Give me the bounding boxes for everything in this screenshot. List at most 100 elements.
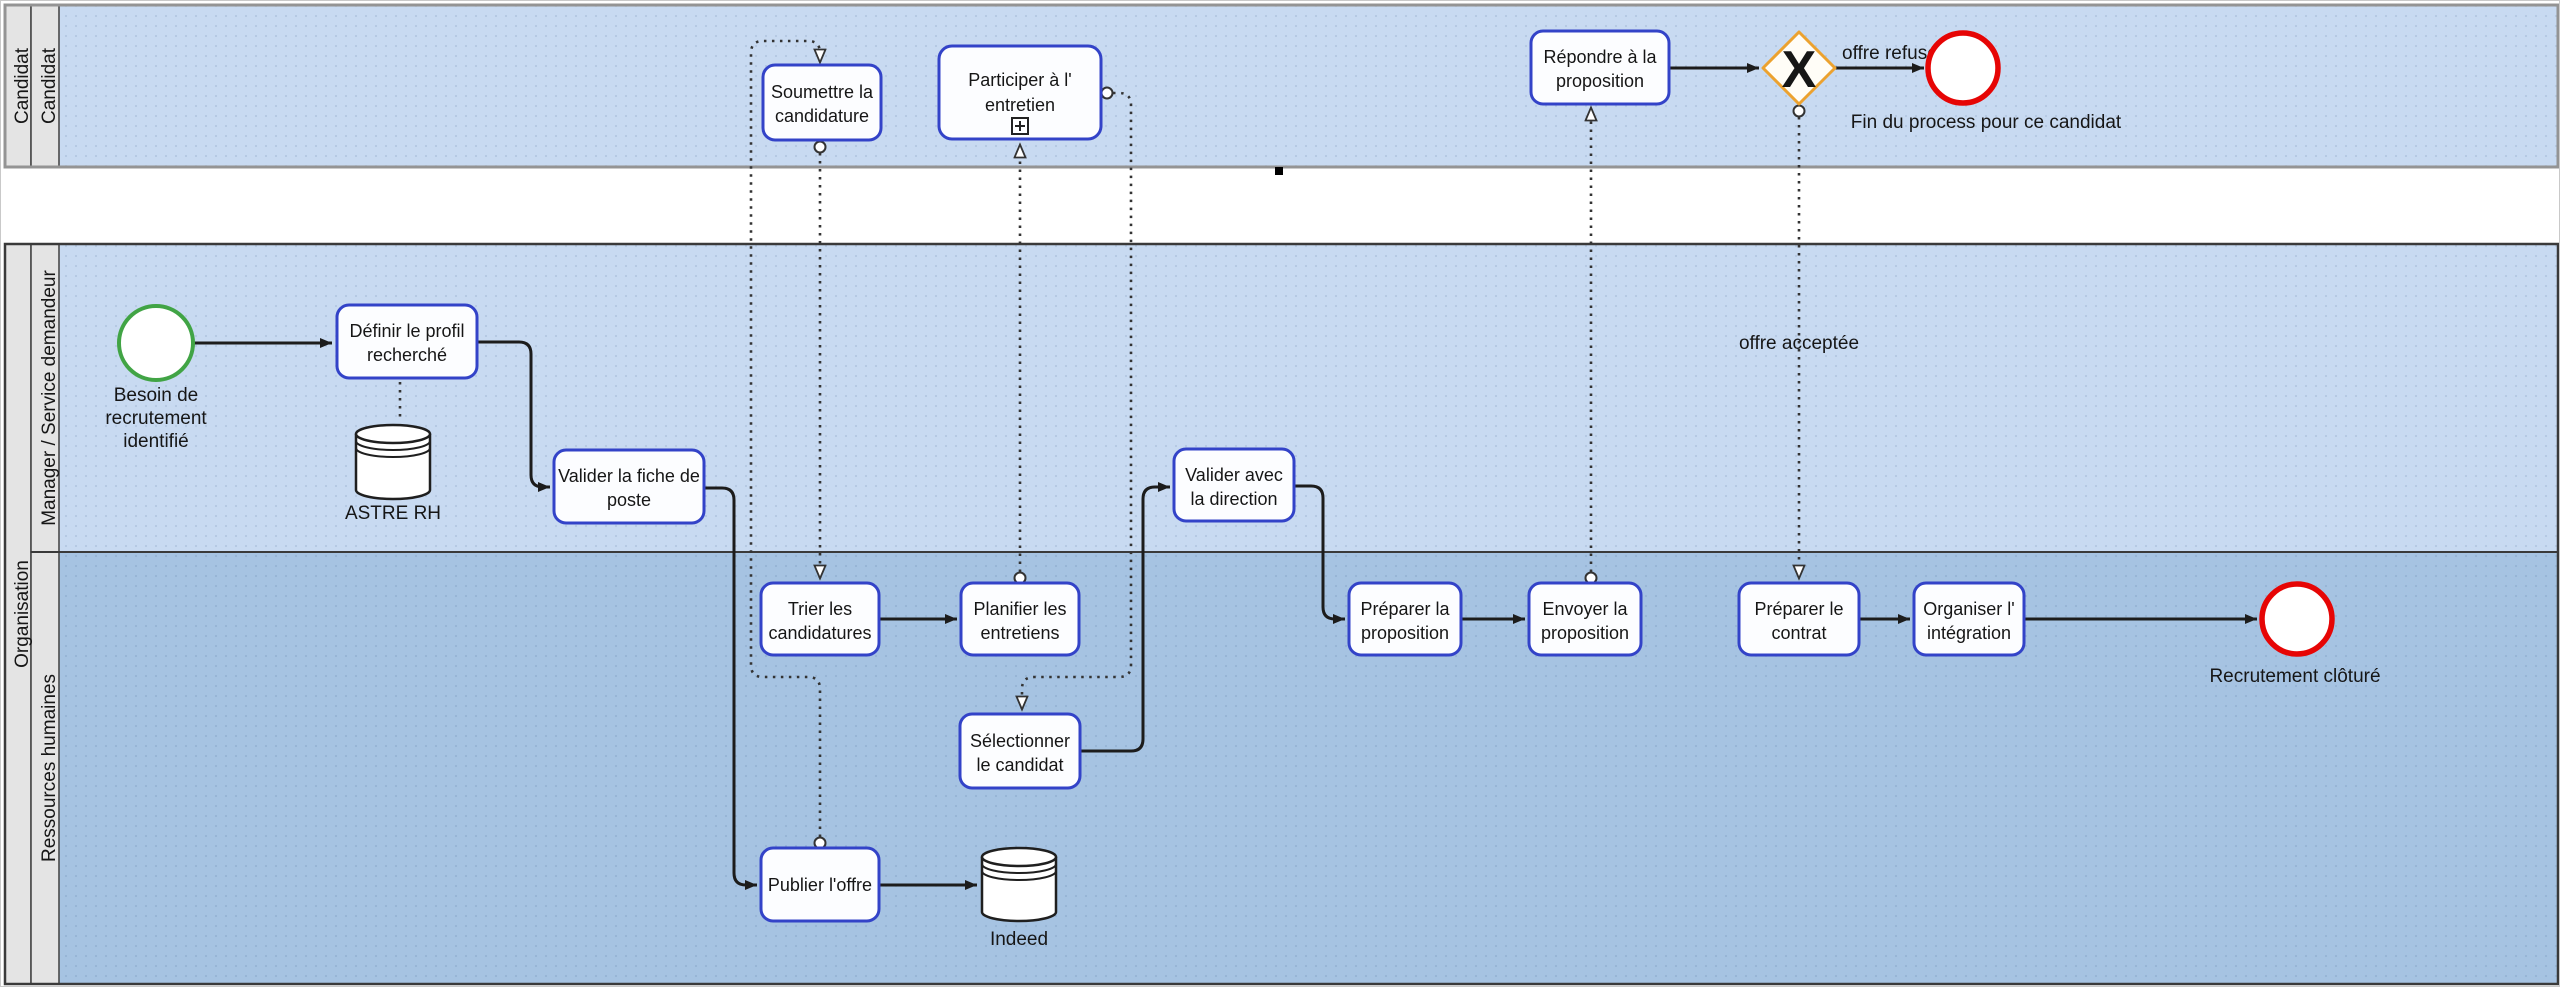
message-source-dot-gateway xyxy=(1792,104,1806,118)
task-box[interactable] xyxy=(958,712,1082,790)
task-label-line1: Organiser l' xyxy=(1923,599,2014,619)
task-organiser-integration[interactable]: Organiser l' intégration xyxy=(1912,581,2026,657)
data-store-ring1 xyxy=(355,440,431,451)
lane-manager-label: Manager / Service demandeur xyxy=(39,270,60,526)
lane-rh-label: Ressources humaines xyxy=(39,674,60,862)
task-label-line2: candidature xyxy=(775,106,869,126)
task-label-line1: Trier les xyxy=(788,599,852,619)
task-label-line1: Soumettre la xyxy=(771,82,874,102)
task-label-line1: Sélectionner xyxy=(970,731,1070,751)
message-flow-publier-to-soumettre[interactable] xyxy=(749,39,820,837)
start-event-label-line1: Besoin de xyxy=(114,385,199,406)
task-label-line2: proposition xyxy=(1361,623,1449,643)
sequence-flow-valider-direction-to-preparer-proposition[interactable] xyxy=(1294,484,1345,624)
task-label-line2: intégration xyxy=(1927,623,2011,643)
task-valider-avec-la-direction[interactable]: Valider avec la direction xyxy=(1172,447,1296,523)
task-label-line1: Valider avec xyxy=(1185,465,1283,485)
task-label-line2: la direction xyxy=(1190,489,1277,509)
subprocess-participer-entretien[interactable]: Participer à l' entretien xyxy=(937,44,1103,141)
data-store-astre-rh[interactable]: ASTRE RH xyxy=(345,423,441,524)
message-source-dot-participer xyxy=(1100,86,1114,100)
task-box[interactable] xyxy=(959,581,1081,657)
pool-organisation-border xyxy=(3,242,2559,986)
gateway-x-marker-icon: X xyxy=(1782,41,1817,99)
task-box[interactable] xyxy=(335,303,479,380)
task-box[interactable] xyxy=(759,846,881,923)
data-store-top xyxy=(980,846,1058,868)
task-label-line1: Préparer le xyxy=(1754,599,1843,619)
subprocess-box[interactable] xyxy=(937,44,1103,141)
pool-candidat[interactable]: Candidat Candidat xyxy=(3,3,2559,169)
task-box[interactable] xyxy=(1912,581,2026,657)
label-offre-acceptee: offre acceptée xyxy=(1739,333,1859,354)
task-box[interactable] xyxy=(1527,581,1643,657)
task-trier-les-candidatures[interactable]: Trier les candidatures xyxy=(759,581,881,657)
task-soumettre-la-candidature[interactable]: Soumettre la candidature xyxy=(761,63,883,142)
end-event-recrutement[interactable]: Recrutement clôturé xyxy=(2209,581,2381,687)
end-event-fin-label: Fin du process pour ce candidat xyxy=(1851,112,2122,133)
subprocess-plus-marker-icon xyxy=(1011,117,1029,135)
sequence-flow-definir-to-valider-fiche[interactable] xyxy=(477,340,550,492)
data-store-ring2 xyxy=(355,447,431,458)
task-label-line2: proposition xyxy=(1541,623,1629,643)
task-label-line2: entretiens xyxy=(980,623,1059,643)
end-event-fin-process[interactable]: Fin du process pour ce candidat xyxy=(1851,30,2122,133)
task-box[interactable] xyxy=(552,448,706,525)
task-label-line1: Participer à l' xyxy=(968,70,1071,90)
task-label-line1: Publier l'offre xyxy=(768,875,872,895)
task-preparer-le-contrat[interactable]: Préparer le contrat xyxy=(1737,581,1861,657)
data-store-body[interactable] xyxy=(354,434,432,501)
task-planifier-les-entretiens[interactable]: Planifier les entretiens xyxy=(959,581,1081,657)
data-store-indeed[interactable]: Indeed xyxy=(980,846,1058,950)
message-source-dot-soumettre xyxy=(813,140,827,154)
data-store-astre-label: ASTRE RH xyxy=(345,503,441,524)
data-store-body[interactable] xyxy=(980,857,1058,923)
sequence-flow-valider-fiche-to-publier[interactable] xyxy=(704,486,757,890)
task-valider-la-fiche-de-poste[interactable]: Valider la fiche de poste xyxy=(552,448,706,525)
start-event-circle[interactable] xyxy=(117,304,195,382)
end-event-circle[interactable] xyxy=(2259,581,2335,657)
task-label-line2: candidatures xyxy=(768,623,871,643)
task-box[interactable] xyxy=(759,581,881,657)
task-box[interactable] xyxy=(761,63,883,142)
task-definir-le-profil[interactable]: Définir le profil recherché xyxy=(335,303,479,380)
task-box[interactable] xyxy=(1737,581,1861,657)
task-label-line2: contrat xyxy=(1771,623,1826,643)
task-label-line1: Préparer la xyxy=(1360,599,1450,619)
task-label-line2: le candidat xyxy=(976,755,1063,775)
task-box[interactable] xyxy=(1172,447,1296,523)
exclusive-gateway[interactable]: X xyxy=(1761,30,1837,106)
task-preparer-la-proposition[interactable]: Préparer la proposition xyxy=(1347,581,1463,657)
task-repondre-a-la-proposition[interactable]: Répondre à la proposition xyxy=(1529,29,1671,106)
task-label-line1: Valider la fiche de xyxy=(558,466,700,486)
task-label-line1: Répondre à la xyxy=(1543,47,1657,67)
task-box[interactable] xyxy=(1529,29,1671,106)
task-selectionner-le-candidat[interactable]: Sélectionner le candidat xyxy=(958,712,1082,790)
pool-organisation-label: Organisation xyxy=(12,560,33,668)
task-publier-offre[interactable]: Publier l'offre xyxy=(759,846,881,923)
data-store-ring2 xyxy=(981,870,1057,881)
sequence-flow-selectionner-to-valider-direction[interactable] xyxy=(1080,482,1170,753)
pool-candidat-label-header[interactable] xyxy=(4,4,32,168)
task-envoyer-la-proposition[interactable]: Envoyer la proposition xyxy=(1527,581,1643,657)
start-event-label-line2: recrutement xyxy=(105,408,207,429)
end-event-circle[interactable] xyxy=(1925,30,2001,106)
task-label-line1: Envoyer la xyxy=(1542,599,1628,619)
end-event-recrutement-label: Recrutement clôturé xyxy=(2209,666,2380,687)
data-store-indeed-label: Indeed xyxy=(990,929,1048,950)
task-label-line2: poste xyxy=(607,490,651,510)
data-store-ring1 xyxy=(981,863,1057,874)
label-offre-refusee: offre refusée xyxy=(1842,43,1948,64)
stray-dot-artifact xyxy=(1275,167,1283,175)
start-event-besoin[interactable]: Besoin de recrutement identifié xyxy=(105,304,207,452)
start-event-label-line3: identifié xyxy=(123,431,189,452)
task-label-line2: proposition xyxy=(1556,71,1644,91)
task-label-line2: entretien xyxy=(985,95,1055,115)
task-box[interactable] xyxy=(1347,581,1463,657)
data-store-top xyxy=(354,423,432,445)
pool-candidat-label: Candidat xyxy=(12,47,33,124)
pool-organisation[interactable]: Organisation Manager / Service demandeur… xyxy=(3,242,2559,986)
gateway-diamond[interactable] xyxy=(1761,30,1837,106)
task-label-line2: recherché xyxy=(367,345,447,365)
